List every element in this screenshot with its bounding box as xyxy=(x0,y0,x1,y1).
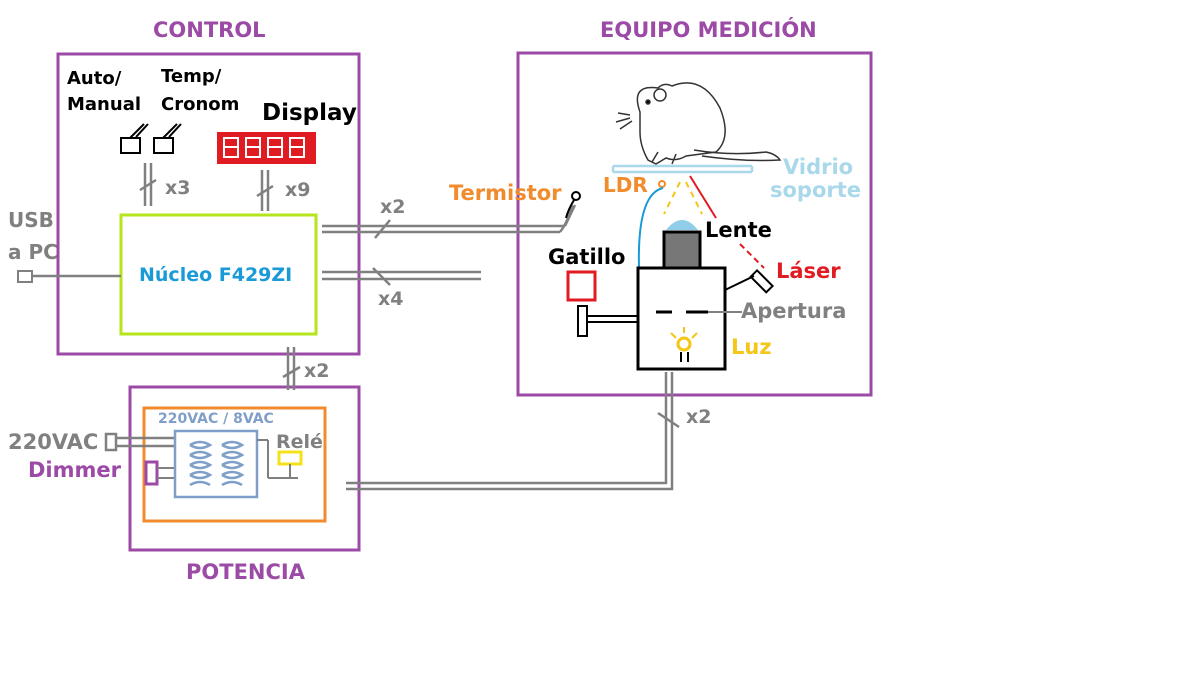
ldr-label: LDR xyxy=(603,173,648,197)
lente xyxy=(662,220,702,270)
laser-module xyxy=(724,268,775,294)
vidrio-label-line1: Vidrio xyxy=(783,155,854,179)
switch-auto-manual xyxy=(120,123,149,154)
equipo-box xyxy=(516,51,873,397)
ac-input xyxy=(104,432,175,452)
display-label: Display xyxy=(262,100,357,126)
count-display: x9 xyxy=(285,179,311,201)
equipo-body xyxy=(636,266,742,371)
luz-bulb xyxy=(670,327,698,362)
count-control-potencia: x2 xyxy=(304,360,330,382)
bus-termistor xyxy=(322,204,577,239)
bus-control-potencia xyxy=(282,347,301,390)
bus-switches xyxy=(139,163,157,206)
count-potencia-equipo: x2 xyxy=(686,406,712,428)
laser-beam xyxy=(689,175,765,269)
usb-label-line2: a PC xyxy=(8,240,58,264)
section-title-equipo: EQUIPO MEDICIÓN xyxy=(600,18,817,42)
usb-connector xyxy=(17,270,121,283)
section-title-control: CONTROL xyxy=(153,18,266,42)
section-title-potencia: POTENCIA xyxy=(186,560,305,584)
dimmer-label: Dimmer xyxy=(28,458,121,482)
potencia-inner-box xyxy=(142,406,327,523)
switch-temp-cronom xyxy=(153,123,182,154)
mouse-drawing xyxy=(615,82,782,165)
rele-label: Relé xyxy=(276,431,323,453)
termistor-symbol xyxy=(565,191,581,219)
bus-display xyxy=(256,170,274,211)
transformer-label: 220VAC / 8VAC xyxy=(158,411,274,427)
transformer xyxy=(173,429,259,499)
vidrio-soporte xyxy=(611,164,754,174)
luz-label: Luz xyxy=(731,335,772,359)
switch2-label-line1: Temp/ xyxy=(161,66,222,87)
count-switches: x3 xyxy=(165,177,191,199)
termistor-label: Termistor xyxy=(449,181,562,205)
rele-component xyxy=(257,439,303,479)
light-cone xyxy=(663,181,703,215)
count-termistor: x2 xyxy=(380,196,406,218)
lente-label: Lente xyxy=(705,218,772,242)
count-equipo-bus: x4 xyxy=(378,288,404,310)
laser-label: Láser xyxy=(776,259,841,283)
seven-segment-display xyxy=(217,132,316,164)
dimmer-component xyxy=(144,460,175,486)
ac-input-label: 220VAC xyxy=(8,430,99,454)
bus-potencia-equipo xyxy=(346,372,680,491)
potencia-box xyxy=(128,385,361,552)
ldr-symbol xyxy=(637,180,666,269)
switch1-label-line1: Auto/ xyxy=(67,68,122,89)
mcu-label: Núcleo F429ZI xyxy=(139,264,293,286)
switch1-label-line2: Manual xyxy=(67,94,142,115)
switch2-label-line2: Cronom xyxy=(161,94,240,115)
vidrio-label-line2: soporte xyxy=(770,178,862,202)
mcu-block xyxy=(119,213,318,336)
apertura-label: Apertura xyxy=(741,299,847,323)
gatillo-symbol xyxy=(566,270,638,337)
control-box xyxy=(56,52,361,356)
bus-equipo xyxy=(322,267,481,286)
usb-label-line1: USB xyxy=(8,208,54,232)
gatillo-label: Gatillo xyxy=(548,245,626,269)
